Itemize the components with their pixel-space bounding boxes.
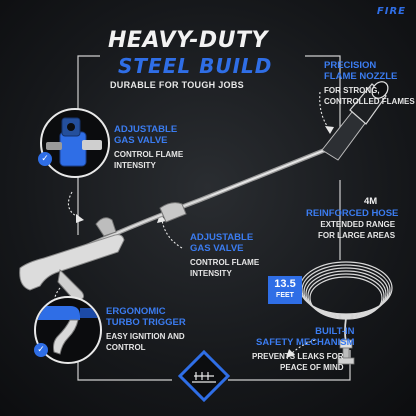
headline-subtitle: DURABLE FOR TOUGH JOBS <box>110 80 244 90</box>
hose-badge-value: 13.5 <box>274 278 296 290</box>
check-icon: ✓ <box>38 152 52 166</box>
hose-title: REINFORCED HOSE <box>306 208 399 219</box>
hose-badge-unit: FEET <box>276 292 294 299</box>
trigger-desc: EASY IGNITION AND CONTROL <box>106 332 185 352</box>
nozzle-title: PRECISION FLAME NOZZLE <box>324 60 398 82</box>
valve-mid-title: ADJUSTABLE GAS VALVE <box>190 232 254 254</box>
hose-length-badge: 13.5 FEET <box>268 276 302 304</box>
torch-handle <box>19 202 187 301</box>
brand-logo: FIRE <box>376 6 406 17</box>
valve-mid-desc: CONTROL FLAME INTENSITY <box>190 258 260 278</box>
check-icon: ✓ <box>34 343 48 357</box>
safety-diamond-icon <box>178 350 230 402</box>
hose-length: 4M <box>364 196 378 207</box>
valve-top-title: ADJUSTABLE GAS VALVE <box>114 124 178 146</box>
hose-desc: EXTENDED RANGE FOR LARGE AREAS <box>318 220 396 240</box>
hose-fitting <box>337 339 355 365</box>
valve-icon <box>46 117 102 167</box>
gas-valve-closeup <box>40 108 110 178</box>
safety-title: BUILT-IN SAFETY MECHANISM <box>256 326 355 348</box>
flame-nozzle <box>321 81 389 161</box>
headline-line2: STEEL BUILD <box>118 54 273 78</box>
safety-desc: PREVENTS LEAKS FOR PEACE OF MIND <box>252 352 344 372</box>
nozzle-desc: FOR STRONG, CONTROLLED FLAMES <box>324 86 415 106</box>
valve-top-desc: CONTROL FLAME INTENSITY <box>114 150 184 170</box>
headline-line1: HEAVY-DUTY <box>108 28 268 53</box>
trigger-title: ERGONOMIC TURBO TRIGGER <box>106 306 186 328</box>
